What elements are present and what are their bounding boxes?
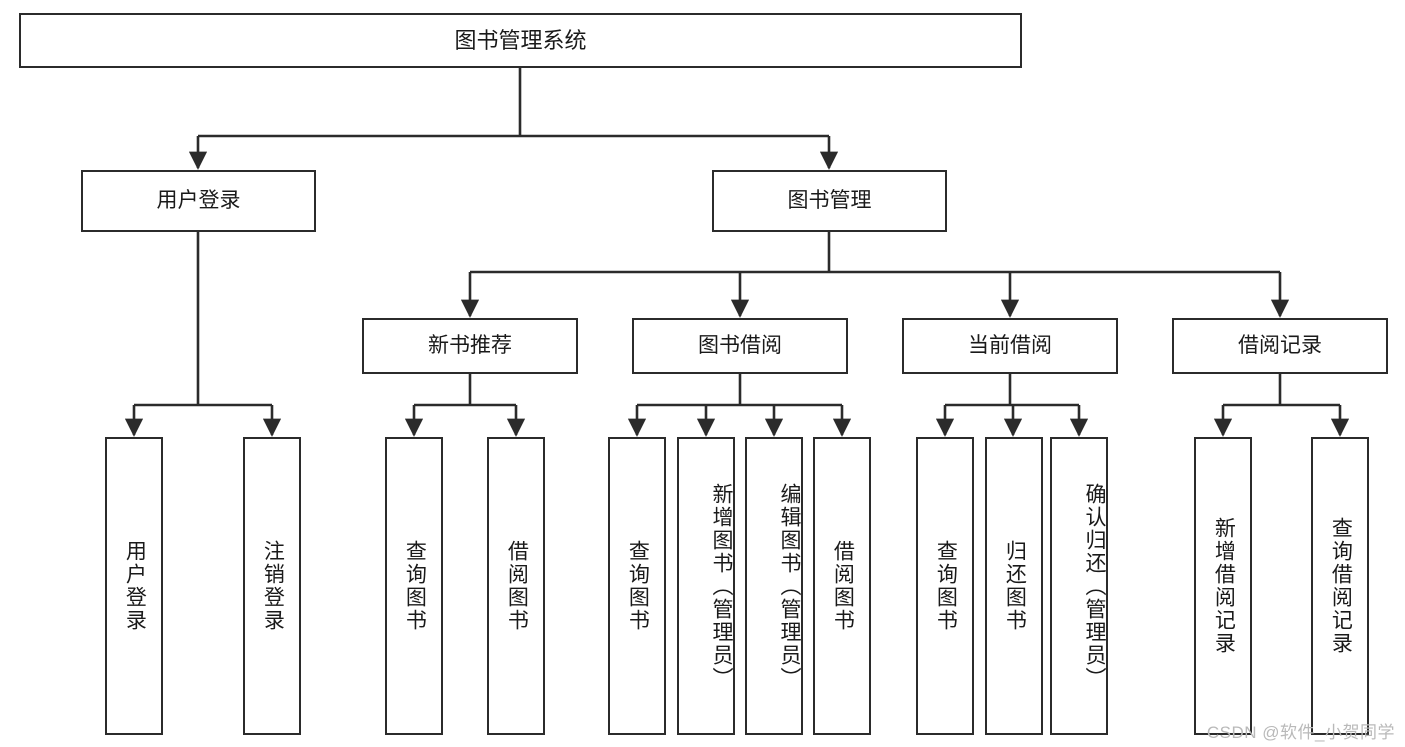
node-leaf-borrow-book-2[interactable]: 借阅图书 xyxy=(813,437,871,735)
node-label: 图书管理 xyxy=(787,188,872,212)
node-leaf-user-login[interactable]: 用户登录 xyxy=(105,437,163,735)
node-label: 归还图书 xyxy=(1003,540,1027,632)
node-label: 用户登录 xyxy=(156,188,241,212)
node-leaf-query-book-3[interactable]: 查询图书 xyxy=(916,437,974,735)
node-label: 编辑图书（管理员） xyxy=(778,482,801,690)
node-user-login[interactable]: 用户登录 xyxy=(81,170,316,232)
node-leaf-logout[interactable]: 注销登录 xyxy=(243,437,301,735)
node-label: 查询图书 xyxy=(626,540,650,632)
node-label: 借阅图书 xyxy=(505,540,529,632)
node-current-borrow[interactable]: 当前借阅 xyxy=(902,318,1118,374)
node-leaf-confirm-return[interactable]: 确认归还（管理员） xyxy=(1050,437,1108,735)
node-label: 新书推荐 xyxy=(428,333,512,357)
node-label: 借阅图书 xyxy=(831,540,855,632)
node-label: 借阅记录 xyxy=(1238,333,1322,357)
node-leaf-edit-book[interactable]: 编辑图书（管理员） xyxy=(745,437,803,735)
node-label: 注销登录 xyxy=(261,540,285,632)
node-leaf-borrow-book-1[interactable]: 借阅图书 xyxy=(487,437,545,735)
node-leaf-add-book[interactable]: 新增图书（管理员） xyxy=(677,437,735,735)
node-label: 用户登录 xyxy=(123,540,147,632)
node-new-book-rec[interactable]: 新书推荐 xyxy=(362,318,578,374)
node-book-manage[interactable]: 图书管理 xyxy=(712,170,947,232)
node-borrow-record[interactable]: 借阅记录 xyxy=(1172,318,1388,374)
node-label: 新增图书（管理员） xyxy=(710,482,733,690)
node-label: 查询借阅记录 xyxy=(1329,517,1353,655)
node-label: 新增借阅记录 xyxy=(1212,517,1236,655)
node-root[interactable]: 图书管理系统 xyxy=(19,13,1022,68)
node-book-borrow[interactable]: 图书借阅 xyxy=(632,318,848,374)
node-label: 图书管理系统 xyxy=(454,27,587,53)
node-label: 查询图书 xyxy=(934,540,958,632)
node-leaf-return-book[interactable]: 归还图书 xyxy=(985,437,1043,735)
node-leaf-query-record[interactable]: 查询借阅记录 xyxy=(1311,437,1369,735)
node-leaf-add-record[interactable]: 新增借阅记录 xyxy=(1194,437,1252,735)
node-label: 查询图书 xyxy=(403,540,427,632)
node-leaf-query-book-2[interactable]: 查询图书 xyxy=(608,437,666,735)
node-leaf-query-book-1[interactable]: 查询图书 xyxy=(385,437,443,735)
node-label: 图书借阅 xyxy=(698,333,782,357)
node-label: 确认归还（管理员） xyxy=(1083,482,1106,690)
node-label: 当前借阅 xyxy=(968,333,1052,357)
watermark: CSDN @软件_小贺同学 xyxy=(1206,723,1395,742)
